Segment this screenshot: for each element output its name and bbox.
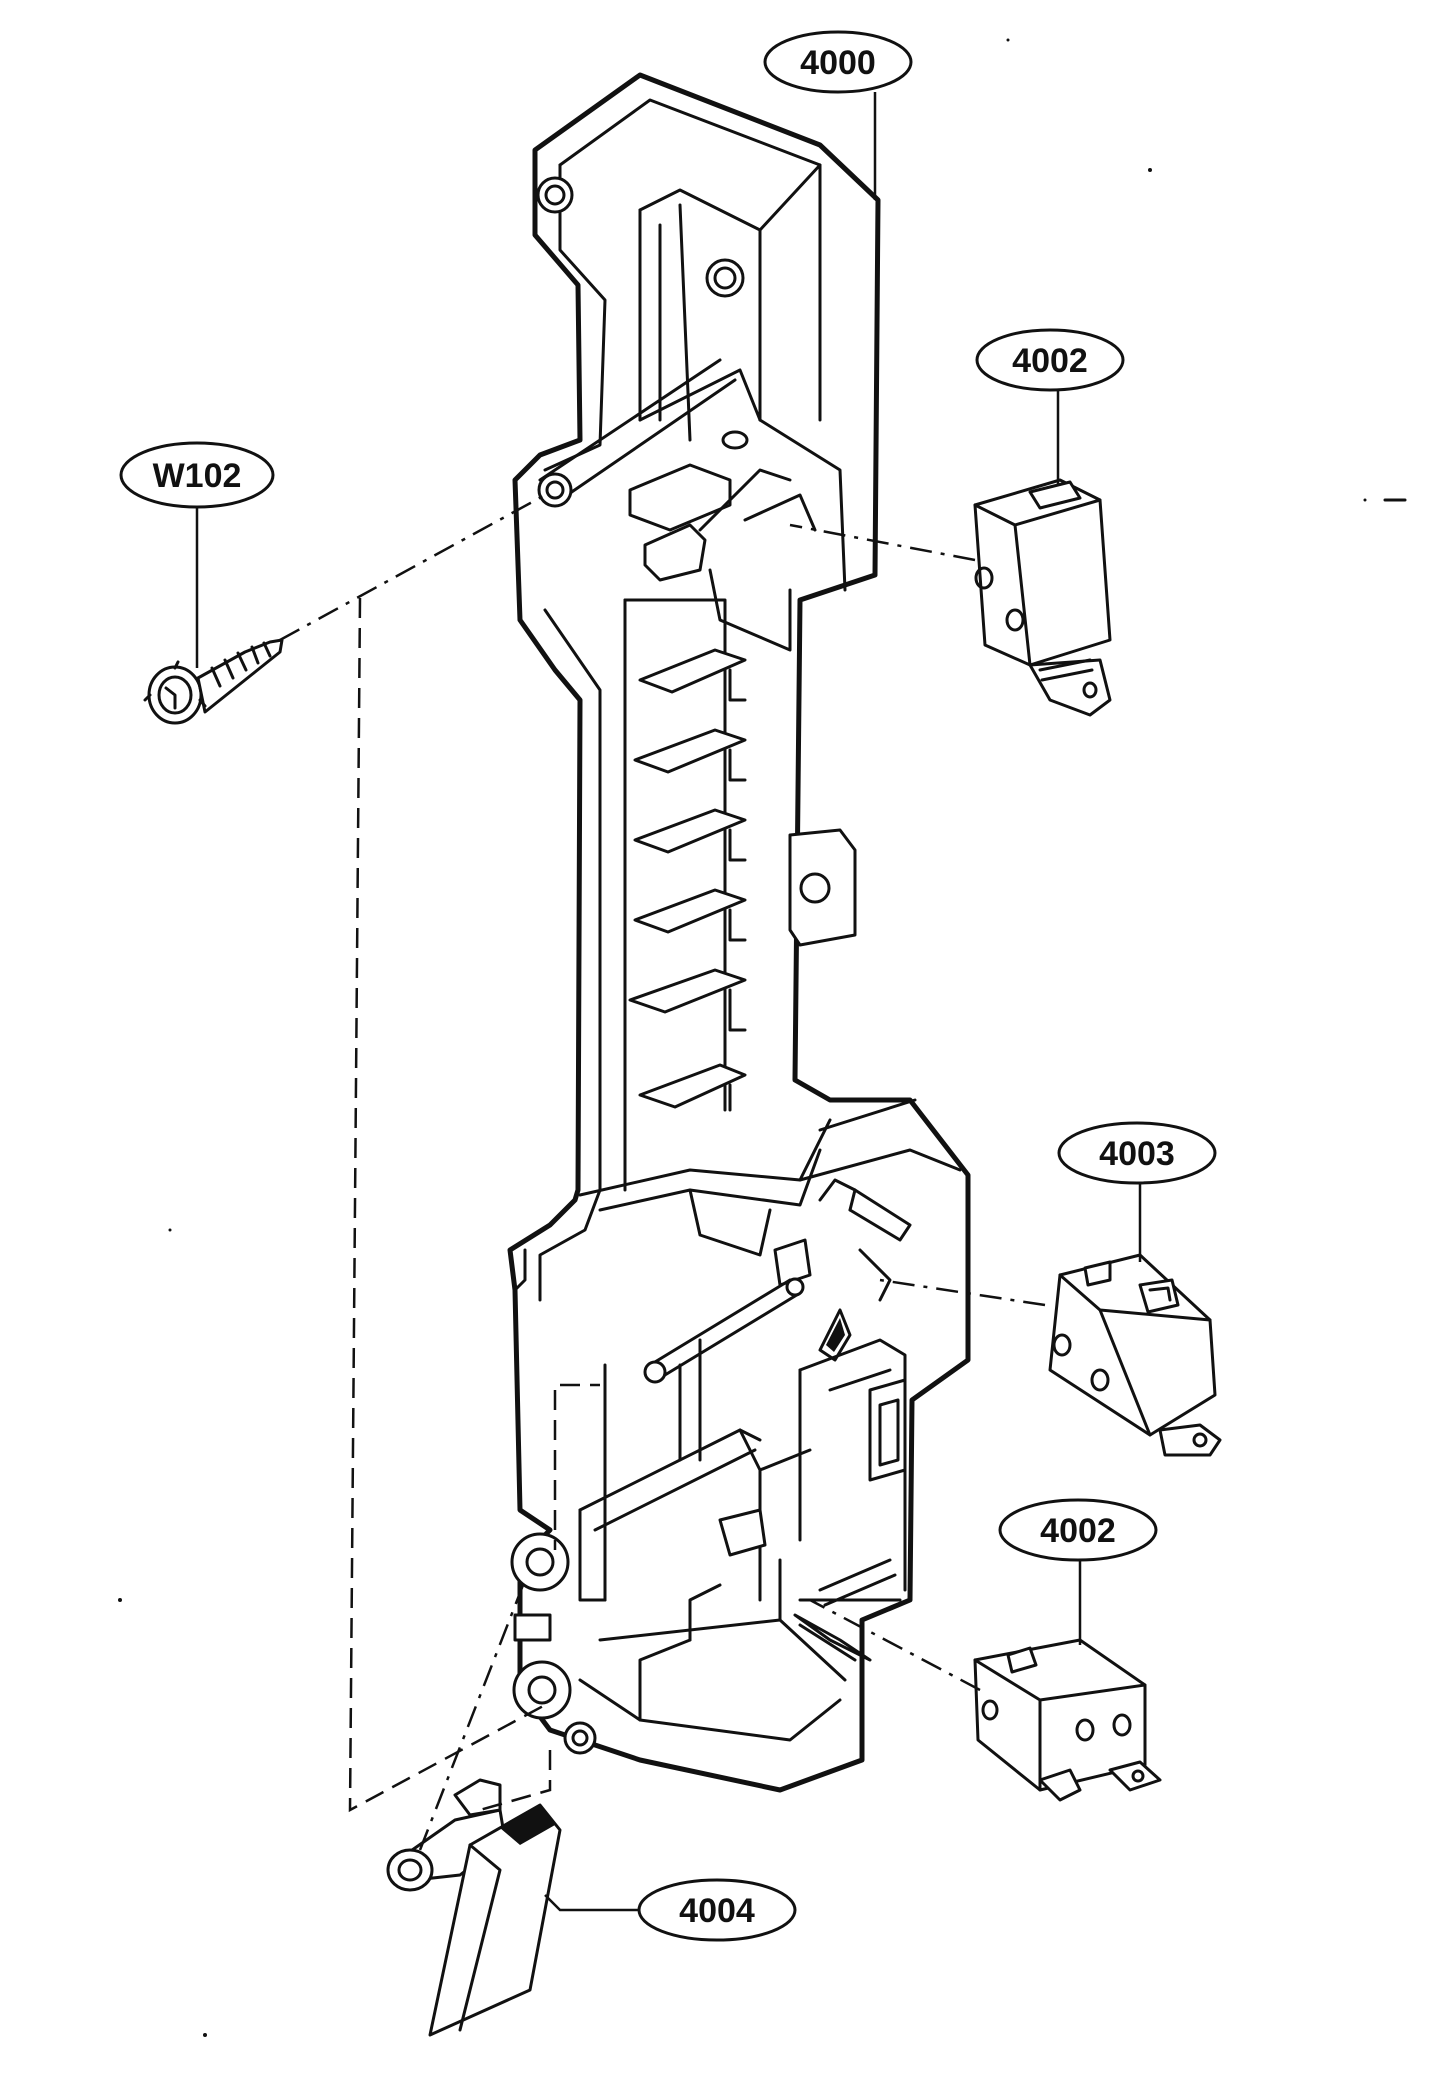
- callout-switch-middle-label: 4003: [1099, 1135, 1175, 1173]
- callout-switch-lower: 4002: [998, 1498, 1158, 1645]
- callout-screw-label: W102: [153, 457, 242, 495]
- frame-slot-ladder: [628, 648, 747, 1112]
- callout-switch-upper-label: 4002: [1012, 342, 1088, 380]
- callout-frame-label: 4000: [800, 44, 876, 82]
- frame-mounting-ear: [788, 828, 857, 947]
- latch-lever: [386, 1778, 562, 2037]
- callout-lever: 4004: [544, 1878, 797, 1942]
- callout-switch-middle: 4003: [1057, 1121, 1217, 1262]
- callout-lever-label: 4004: [679, 1892, 755, 1930]
- micro-switch-upper: [973, 478, 1112, 717]
- callout-screw: W102: [119, 441, 275, 668]
- scan-specks: [118, 38, 1407, 2037]
- latch-frame-body: [507, 72, 971, 1793]
- screw-w102: [143, 638, 284, 725]
- micro-switch-lower: [973, 1638, 1162, 1802]
- callout-switch-lower-label: 4002: [1040, 1512, 1116, 1550]
- micro-switch-middle: [1048, 1253, 1222, 1457]
- callout-frame: 4000: [763, 30, 913, 200]
- callout-switch-upper: 4002: [975, 328, 1125, 485]
- assembly-guide-lines: [279, 493, 1046, 1851]
- frame-lower-section: [510, 1098, 962, 1755]
